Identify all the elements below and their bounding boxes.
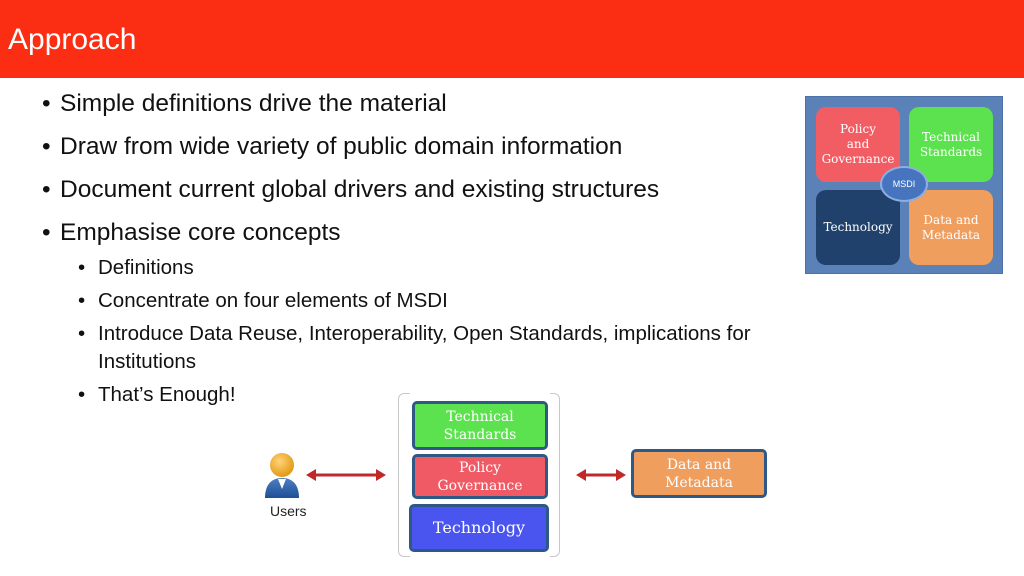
- quadrant-label: Policy: [840, 122, 876, 136]
- quadrant-label: Technology: [823, 220, 893, 234]
- bullet-marker: •: [42, 90, 51, 117]
- quadrant-label: Data and: [923, 212, 979, 227]
- quadrant-label: Technical: [922, 129, 980, 144]
- users-label: Users: [270, 503, 307, 519]
- bullet-marker: •: [78, 256, 86, 279]
- technology-box: Technology: [409, 504, 549, 552]
- quadrant-technical-standards: Technical Standards: [909, 107, 993, 182]
- slide-title: Approach: [8, 23, 137, 56]
- bullet-marker: •: [78, 289, 86, 312]
- msdi-diagram: Policy and Governance Technical Standard…: [805, 96, 1003, 274]
- bullet-marker: •: [78, 383, 86, 406]
- quadrant-label: Metadata: [921, 227, 981, 242]
- box-label: Standards: [443, 426, 517, 443]
- bullet-marker: •: [42, 176, 51, 203]
- data-metadata-box: Data and Metadata: [631, 449, 767, 498]
- box-label: Governance: [437, 477, 523, 494]
- bullet-text: Emphasise core concepts: [60, 219, 341, 246]
- box-label: Data and: [666, 456, 732, 473]
- box-label: Technical: [446, 408, 514, 425]
- quadrant-policy-governance: Policy and Governance: [816, 107, 900, 182]
- double-arrow-icon: [576, 469, 626, 481]
- box-label: Metadata: [665, 474, 733, 491]
- box-label: Technology: [432, 518, 526, 537]
- bullet-text: Document current global drivers and exis…: [60, 176, 660, 203]
- quadrant-label: Standards: [919, 144, 983, 159]
- double-arrow-icon: [306, 469, 386, 481]
- box-label: Policy: [458, 459, 501, 476]
- quadrant-data-metadata: Data and Metadata: [909, 190, 993, 265]
- sub-bullet-text: Introduce Data Reuse, Interoperability, …: [98, 322, 751, 345]
- bullet-marker: •: [78, 322, 86, 345]
- sub-bullet-text: Concentrate on four elements of MSDI: [98, 289, 448, 312]
- sub-bullet-text: Institutions: [98, 350, 196, 373]
- msdi-center-badge: MSDI: [880, 166, 928, 202]
- technical-standards-box: Technical Standards: [412, 401, 548, 450]
- policy-governance-box: Policy Governance: [412, 454, 548, 499]
- bullet-marker: •: [42, 219, 51, 246]
- bracket-gap-top: [410, 392, 550, 395]
- bullet-text: Draw from wide variety of public domain …: [60, 133, 623, 160]
- bracket-gap-bottom: [410, 555, 550, 558]
- sub-bullet-text: Definitions: [98, 256, 194, 279]
- quadrant-label: and: [846, 137, 870, 151]
- user-icon: [265, 453, 299, 498]
- bullet-text: Simple definitions drive the material: [60, 90, 447, 117]
- bullet-marker: •: [42, 133, 51, 160]
- quadrant-technology: Technology: [816, 190, 900, 265]
- sub-bullet-text: That’s Enough!: [98, 383, 236, 406]
- quadrant-label: Governance: [821, 152, 895, 166]
- title-bar: Approach: [0, 0, 1024, 78]
